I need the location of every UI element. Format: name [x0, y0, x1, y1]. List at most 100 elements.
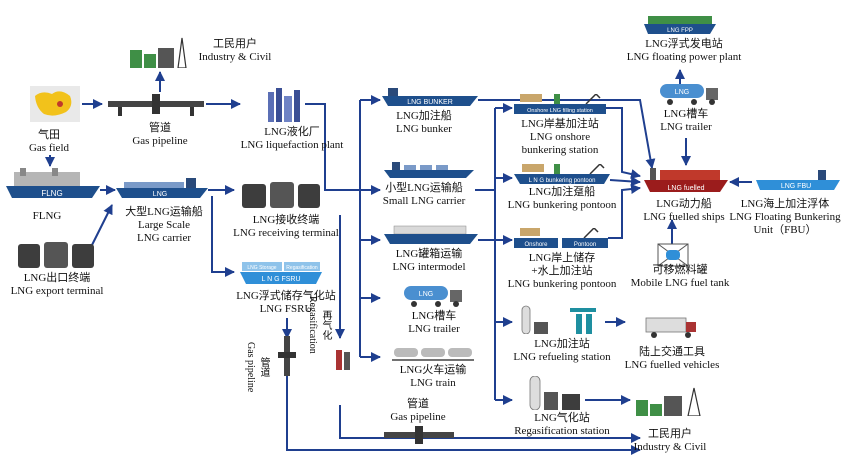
export-terminal-label: LNG出口终端 LNG export terminal	[2, 272, 112, 298]
svg-text:LNG: LNG	[419, 291, 433, 298]
pipeline-top-icon	[108, 94, 204, 116]
pipeline-bottom-zh: 管道	[407, 398, 429, 410]
pipeline-left-en: Gas pipeline	[245, 342, 256, 393]
flng-ship-icon: FLNG	[6, 168, 100, 198]
onshore-zh: LNG岸基加注站	[521, 118, 599, 130]
mobile-fuel-tank-icon	[657, 243, 689, 267]
svg-text:Onshore LNG filling station: Onshore LNG filling station	[527, 108, 593, 114]
mobile-tank-label: 可移燃料罐 Mobile LNG fuel tank	[620, 264, 740, 290]
regasification-station-icon	[529, 376, 580, 410]
trailer-mid-label: LNG槽车 LNG trailer	[394, 310, 474, 336]
trailer-right-en: LNG trailer	[660, 121, 712, 133]
svg-text:L N G bunkering pontoon: L N G bunkering pontoon	[529, 178, 596, 184]
storage-pontoon-icon: Onshore Pontoon	[514, 228, 608, 248]
export-terminal-zh: LNG出口终端	[23, 272, 91, 284]
onshore-en2: bunkering station	[521, 144, 599, 156]
vehicles-zh: 陆上交通工具	[639, 346, 705, 358]
train-en: LNG train	[410, 377, 456, 389]
regas-station-label: LNG气化站 Regasification station	[504, 412, 620, 438]
fbu-en1: LNG Floating Bunkering	[729, 211, 841, 223]
pipeline-bottom-label: 管道 Gas pipeline	[378, 398, 458, 424]
large-carrier-en1: Large Scale	[137, 219, 191, 231]
regas-vertical-label: 再气化 Regasification	[306, 296, 332, 354]
svg-text:LNG FBU: LNG FBU	[781, 183, 811, 190]
floating-bunkering-unit-icon: LNG FBU	[756, 170, 840, 190]
industry-bottom-zh: 工民用户	[648, 428, 692, 440]
svg-text:Regasification: Regasification	[286, 265, 318, 271]
receiving-label: LNG接收终端 LNG receiving terminal	[226, 214, 346, 240]
fsru-icon: LNG Storage Regasification L N G FSRU	[240, 262, 322, 284]
gas-field-en: Gas field	[28, 142, 69, 154]
fuelled-ships-zh: LNG动力船	[656, 198, 712, 210]
receiving-en: LNG receiving terminal	[233, 227, 339, 239]
industry-top-zh: 工民用户	[213, 38, 257, 50]
pontoon-zh: LNG加注趸船	[528, 186, 596, 198]
svg-text:LNG: LNG	[153, 191, 167, 198]
pontoon-en: LNG bunkering pontoon	[507, 199, 617, 211]
onshore-en1: LNG onshore	[529, 131, 591, 143]
trailer-right-label: LNG槽车 LNG trailer	[646, 108, 726, 134]
train-zh: LNG火车运输	[399, 364, 467, 376]
fuelled-ships-label: LNG动力船 LNG fuelled ships	[636, 198, 732, 224]
onshore-label: LNG岸基加注站 LNG onshore bunkering station	[510, 118, 610, 157]
lng-trailer-right-icon: LNG	[660, 84, 718, 105]
flng-en: FLNG	[32, 210, 62, 222]
regas-station-zh: LNG气化站	[534, 412, 590, 424]
liquefaction-plant-icon	[268, 88, 300, 122]
export-terminal-en: LNG export terminal	[10, 285, 104, 297]
receiving-terminal-icon	[242, 182, 320, 208]
pipeline-bottom-icon	[384, 426, 454, 444]
pipeline-left-zh: 管道	[258, 357, 269, 378]
regas-vertical-en: Regasification	[307, 296, 318, 354]
trailer-mid-en: LNG trailer	[408, 323, 460, 335]
refueling-station-icon	[521, 305, 596, 334]
fbu-en2: Unit（FBU）	[753, 224, 817, 236]
industry-top-label: 工民用户 Industry & Civil	[190, 38, 280, 64]
svg-text:LNG Storage: LNG Storage	[247, 265, 276, 271]
lng-fuelled-vehicles-icon	[645, 317, 696, 338]
pipeline-left-label: 管道 Gas pipeline	[244, 342, 270, 392]
small-carrier-en: Small LNG carrier	[382, 195, 466, 207]
lng-train-icon	[392, 348, 474, 361]
vehicles-label: 陆上交通工具 LNG fuelled vehicles	[616, 346, 728, 372]
svg-text:LNG FPP: LNG FPP	[667, 28, 693, 34]
regas-heater-icon	[336, 350, 350, 370]
svg-text:Pontoon: Pontoon	[574, 242, 596, 248]
large-carrier-zh: 大型LNG运输船	[125, 206, 203, 218]
receiving-zh: LNG接收终端	[252, 214, 320, 226]
pipeline-left-icon	[278, 336, 296, 376]
industry-top-icon	[130, 37, 187, 68]
bunker-label: LNG加注船 LNG bunker	[384, 110, 464, 136]
small-carrier-zh: 小型LNG运输船	[385, 182, 463, 194]
refueling-label: LNG加注站 LNG refueling station	[504, 338, 620, 364]
pipeline-top-zh: 管道	[149, 122, 171, 134]
large-carrier-label: 大型LNG运输船 Large Scale LNG carrier	[114, 206, 214, 245]
fbu-label: LNG海上加注浮体 LNG Floating Bunkering Unit（FB…	[724, 198, 846, 237]
bunker-zh: LNG加注船	[396, 110, 452, 122]
svg-text:LNG: LNG	[675, 89, 689, 96]
floating-power-plant-icon: LNG FPP	[644, 16, 716, 34]
storage-pontoon-zh1: LNG岸上储存	[528, 252, 596, 264]
svg-text:LNG fuelled: LNG fuelled	[668, 185, 705, 192]
fpp-zh: LNG浮式发电站	[645, 38, 723, 50]
onshore-bunkering-station-icon: Onshore LNG filling station	[514, 94, 606, 114]
regas-station-en: Regasification station	[514, 425, 610, 437]
mobile-tank-en: Mobile LNG fuel tank	[630, 277, 730, 289]
svg-text:FLNG: FLNG	[41, 189, 62, 198]
large-carrier-en2: LNG carrier	[136, 232, 192, 244]
regas-vertical-zh: 再气化	[320, 309, 331, 340]
lng-bunker-ship-icon: LNG BUNKER	[382, 88, 478, 106]
liquefaction-en: LNG liquefaction plant	[240, 139, 344, 151]
gas-field-map-icon	[30, 86, 80, 122]
pipeline-top-en: Gas pipeline	[132, 135, 188, 147]
gas-field-zh: 气田	[38, 129, 60, 141]
fsru-en: LNG FSRU	[259, 303, 313, 315]
pipeline-bottom-en: Gas pipeline	[390, 411, 446, 423]
svg-text:Onshore: Onshore	[524, 242, 548, 248]
intermodel-label: LNG罐箱运输 LNG intermodel	[384, 248, 474, 274]
pontoon-label: LNG加注趸船 LNG bunkering pontoon	[500, 186, 624, 212]
fuelled-ships-en: LNG fuelled ships	[643, 211, 725, 223]
liquefaction-zh: LNG液化厂	[264, 126, 320, 138]
storage-pontoon-en: LNG bunkering pontoon	[507, 278, 617, 290]
